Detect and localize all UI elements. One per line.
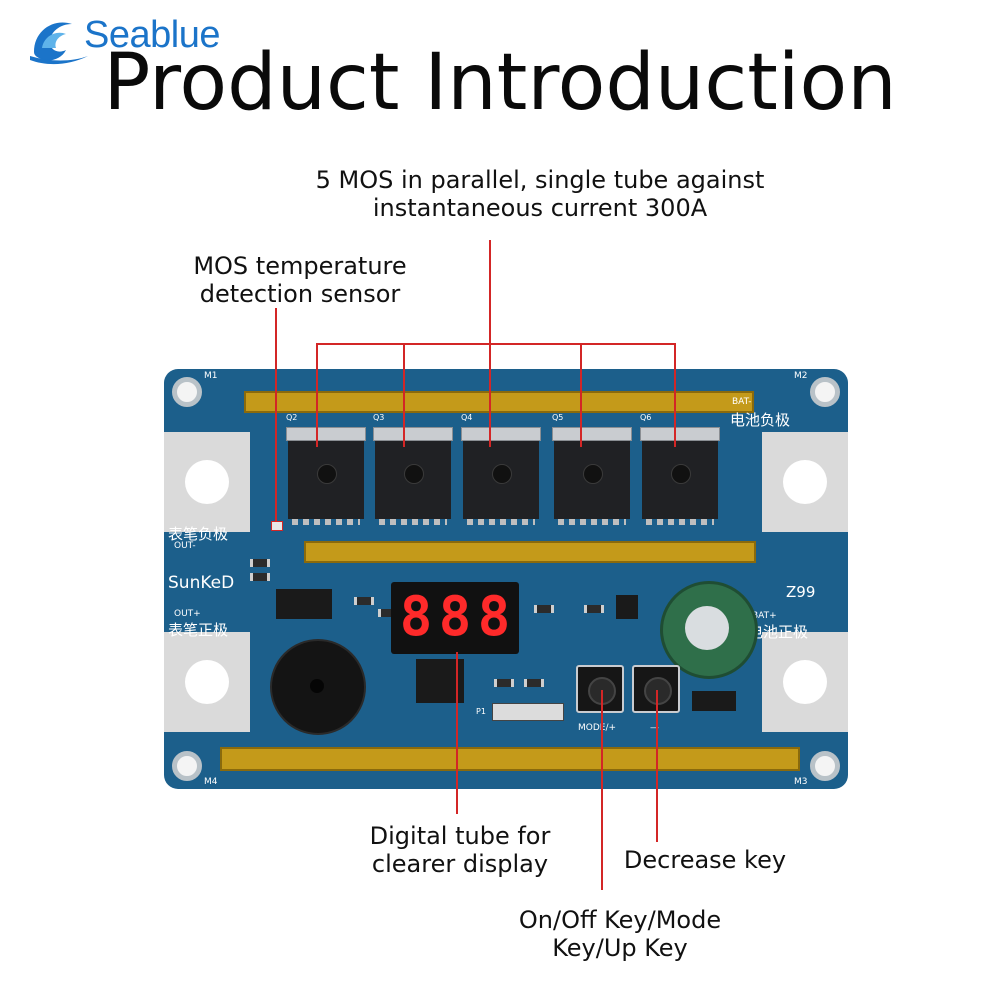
smd-component	[250, 559, 270, 567]
callout-line: instantaneous current 300A	[372, 194, 708, 222]
callout-temp-sensor: MOS temperature detection sensor	[160, 252, 440, 308]
mosfet	[552, 427, 632, 525]
callout-line: clearer display	[371, 850, 549, 878]
silk-out-neg: OUT-	[174, 541, 196, 551]
pcb-board: M1 M2 M3 M4 Q2 Q3 Q4 Q5 Q6 BAT- 电池负极 表笔负…	[164, 369, 848, 789]
silk-label-q6: Q6	[640, 413, 652, 422]
callout-line-mos-bar	[316, 343, 676, 345]
callout-line-mos-drop	[489, 343, 491, 447]
terminal-pad-out-neg	[164, 432, 250, 532]
callout-line: 5 MOS in parallel, single tube against	[315, 166, 765, 194]
silk-label-q4: Q4	[461, 413, 473, 422]
smd-component	[584, 605, 604, 613]
mosfet	[640, 427, 720, 525]
silk-minus-label: —	[650, 723, 659, 733]
terminal-pad-bat-neg	[762, 432, 848, 532]
silk-label-q2: Q2	[286, 413, 298, 422]
callout-line-decrease-key	[656, 690, 658, 842]
copper-busbar	[244, 391, 754, 413]
smd-component	[250, 573, 270, 581]
callout-line: Digital tube for	[369, 822, 551, 850]
callout-line-mos-drop	[316, 343, 318, 447]
wave-logo-icon	[30, 22, 88, 65]
mosfet	[286, 427, 366, 525]
display-digit: 8	[477, 585, 511, 648]
callout-line-mos-drop	[674, 343, 676, 447]
silk-mode-label: MODE/+	[578, 723, 617, 733]
callout-line: Key/Up Key	[552, 934, 688, 962]
digital-tube-display: 8 8 8	[391, 582, 519, 654]
optocoupler-chip	[276, 589, 332, 619]
silk-label-m3: M3	[794, 777, 808, 787]
smd-component	[494, 679, 514, 687]
mosfet	[373, 427, 453, 525]
callout-line: MOS temperature	[193, 252, 407, 280]
silk-label-m1: M1	[204, 371, 218, 381]
callout-line-temp-sensor	[275, 308, 277, 522]
mounting-hole	[172, 751, 202, 781]
callout-line-mos-drop	[580, 343, 582, 447]
callout-line: On/Off Key/Mode	[518, 906, 722, 934]
silk-header-label: P1	[476, 707, 486, 716]
mosfet	[461, 427, 541, 525]
callout-line-mode-key	[601, 690, 603, 890]
terminal-pad-out-pos	[164, 632, 250, 732]
page-title: Product Introduction	[103, 38, 897, 128]
callout-mos-parallel: 5 MOS in parallel, single tube against i…	[270, 166, 810, 222]
silk-bat-neg: BAT-	[732, 397, 752, 407]
silk-label-q3: Q3	[373, 413, 385, 422]
transistor-chip	[616, 595, 638, 619]
copper-busbar	[304, 541, 756, 563]
buzzer	[270, 639, 366, 735]
copper-busbar	[220, 747, 800, 771]
callout-line: Decrease key	[623, 846, 787, 874]
callout-line: detection sensor	[199, 280, 401, 308]
silk-maker: SunKeD	[168, 573, 235, 593]
terminal-pad-bat-pos	[762, 632, 848, 732]
silk-out-pos: OUT+	[174, 609, 201, 619]
smd-component	[524, 679, 544, 687]
capacitor	[660, 581, 758, 679]
callout-decrease-key: Decrease key	[600, 846, 810, 874]
mounting-hole	[810, 377, 840, 407]
smd-component	[534, 605, 554, 613]
mounting-hole	[172, 377, 202, 407]
silk-bat-pos: BAT+	[752, 611, 777, 621]
display-digit: 8	[438, 585, 472, 648]
silk-label-q5: Q5	[552, 413, 564, 422]
silk-model: Z99	[786, 583, 816, 601]
temperature-sensor	[271, 521, 283, 531]
callout-mode-key: On/Off Key/Mode Key/Up Key	[490, 906, 750, 962]
silk-bat-pos-cn: 电池正极	[748, 623, 809, 641]
smd-component	[354, 597, 374, 605]
silk-bat-neg-cn: 电池负极	[730, 411, 791, 429]
pin-header	[492, 703, 564, 721]
brand-name: Seablue	[84, 14, 220, 56]
button-cap	[644, 677, 672, 705]
diode-chip	[692, 691, 736, 711]
silk-label-m4: M4	[204, 777, 218, 787]
mode-up-button[interactable]	[576, 665, 624, 713]
mounting-hole	[810, 751, 840, 781]
callout-line-mos-stem	[489, 240, 491, 344]
silk-out-pos-cn: 表笔正极	[168, 621, 229, 639]
callout-line-mos-drop	[403, 343, 405, 447]
silk-label-m2: M2	[794, 371, 808, 381]
silk-out-neg-cn: 表笔负极	[168, 525, 229, 543]
display-digit: 8	[399, 585, 433, 648]
callout-line-digital-tube	[456, 652, 458, 814]
callout-digital-tube: Digital tube for clearer display	[340, 822, 580, 878]
